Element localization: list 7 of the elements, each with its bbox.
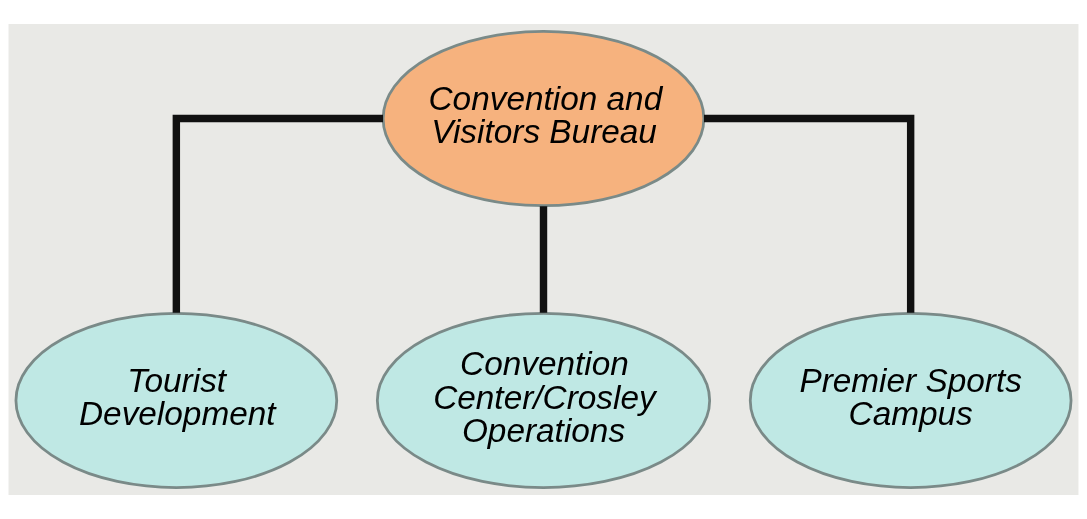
node-ellipse: Premier Sports Campus xyxy=(748,311,1073,489)
connector xyxy=(704,114,915,313)
node-ellipse: Convention and Visitors Bureau xyxy=(381,30,706,208)
connector xyxy=(172,114,383,313)
connector xyxy=(539,206,548,313)
node-ellipse: Convention Center/Crosley Operations xyxy=(375,311,712,489)
node-ellipse: Tourist Development xyxy=(14,311,339,489)
